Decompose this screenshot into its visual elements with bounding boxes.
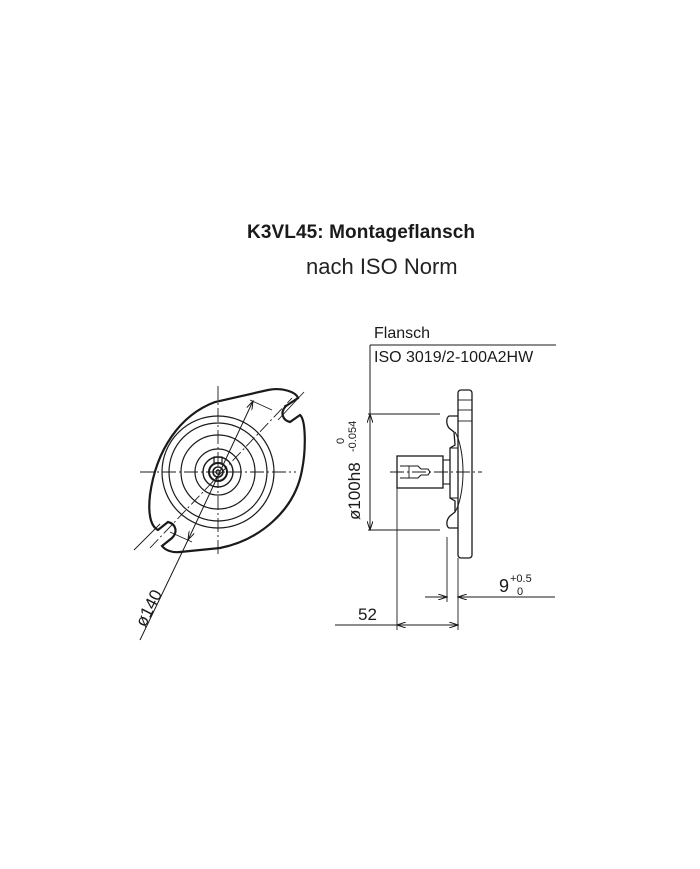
pilot-depth-label: 9 — [499, 576, 509, 596]
pilot-profile — [446, 415, 458, 529]
bolt-circle-diameter-label: ø140 — [132, 587, 167, 630]
pilot-tol-lower: -0.054 — [347, 421, 359, 452]
side-view — [335, 344, 556, 630]
flange-plate — [457, 389, 473, 559]
flange-standard-label: ISO 3019/2-100A2HW — [374, 349, 534, 366]
pilot-depth-tol-upper: +0.5 — [510, 573, 532, 585]
shaft-length-label: 52 — [358, 605, 377, 624]
drawing-title: K3VL45: Montageflansch — [247, 222, 476, 243]
flange-label: Flansch — [374, 325, 430, 342]
pilot-diameter-label: ø100h8 — [345, 462, 364, 520]
pilot-tol-upper: 0 — [335, 438, 347, 444]
drawing-subtitle: nach ISO Norm — [306, 254, 458, 279]
front-view — [133, 386, 306, 641]
pilot-diameter-annotation: ø100h8 0 -0.054 — [335, 421, 364, 520]
pilot-depth-tol-lower: 0 — [517, 586, 523, 598]
bolt-circle-dim-line — [188, 401, 253, 540]
